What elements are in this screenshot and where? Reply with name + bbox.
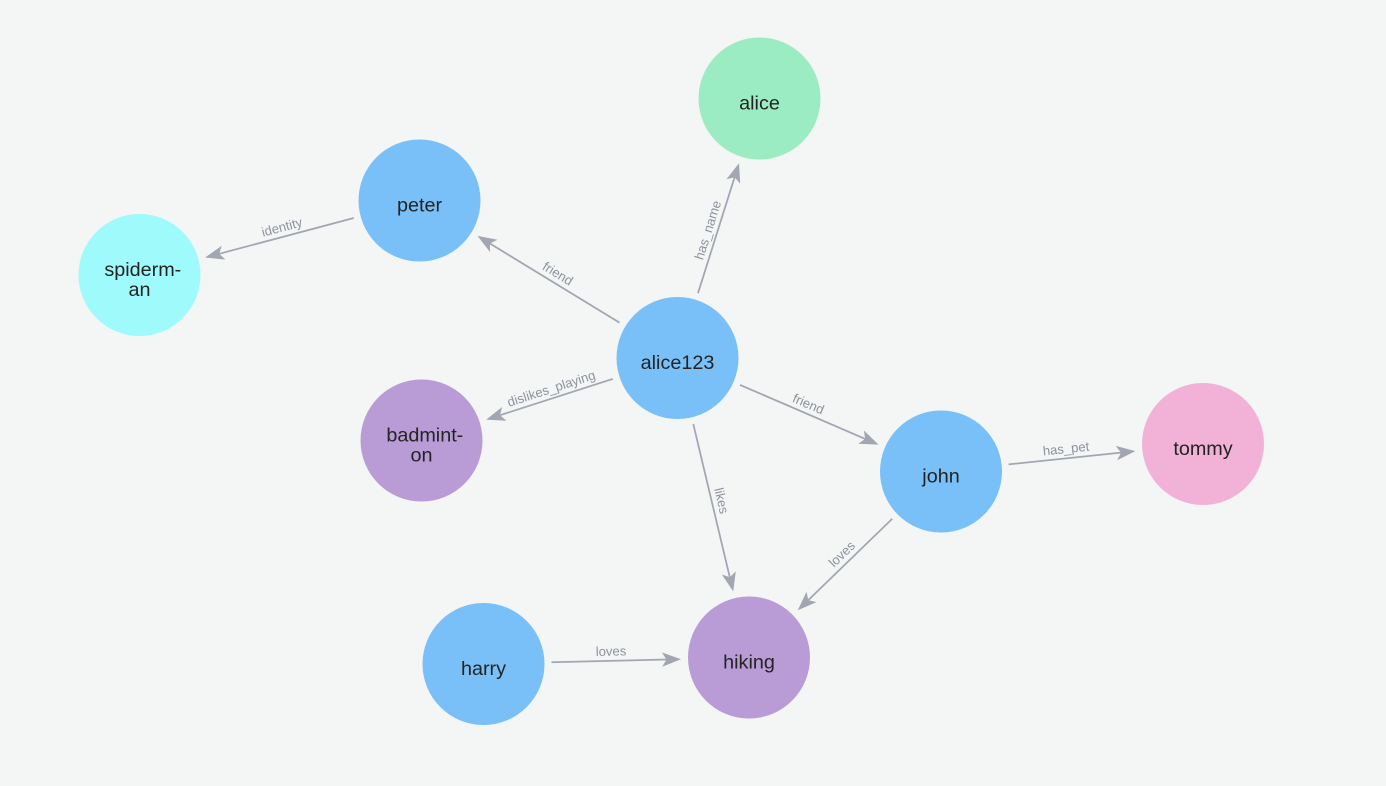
svg-text:harry: harry bbox=[461, 658, 506, 680]
svg-text:loves: loves bbox=[596, 643, 627, 659]
svg-text:alice: alice bbox=[739, 93, 780, 115]
svg-text:tommy: tommy bbox=[1173, 438, 1232, 460]
svg-text:badmint-: badmint- bbox=[386, 425, 463, 447]
svg-text:john: john bbox=[921, 466, 959, 488]
svg-text:has_pet: has_pet bbox=[1042, 439, 1090, 459]
svg-text:peter: peter bbox=[397, 195, 443, 217]
svg-text:hiking: hiking bbox=[723, 652, 775, 674]
svg-text:alice123: alice123 bbox=[641, 352, 715, 374]
svg-text:likes: likes bbox=[711, 486, 732, 515]
svg-text:spiderm-: spiderm- bbox=[104, 259, 181, 281]
svg-text:on: on bbox=[410, 445, 432, 467]
svg-text:an: an bbox=[128, 279, 150, 301]
